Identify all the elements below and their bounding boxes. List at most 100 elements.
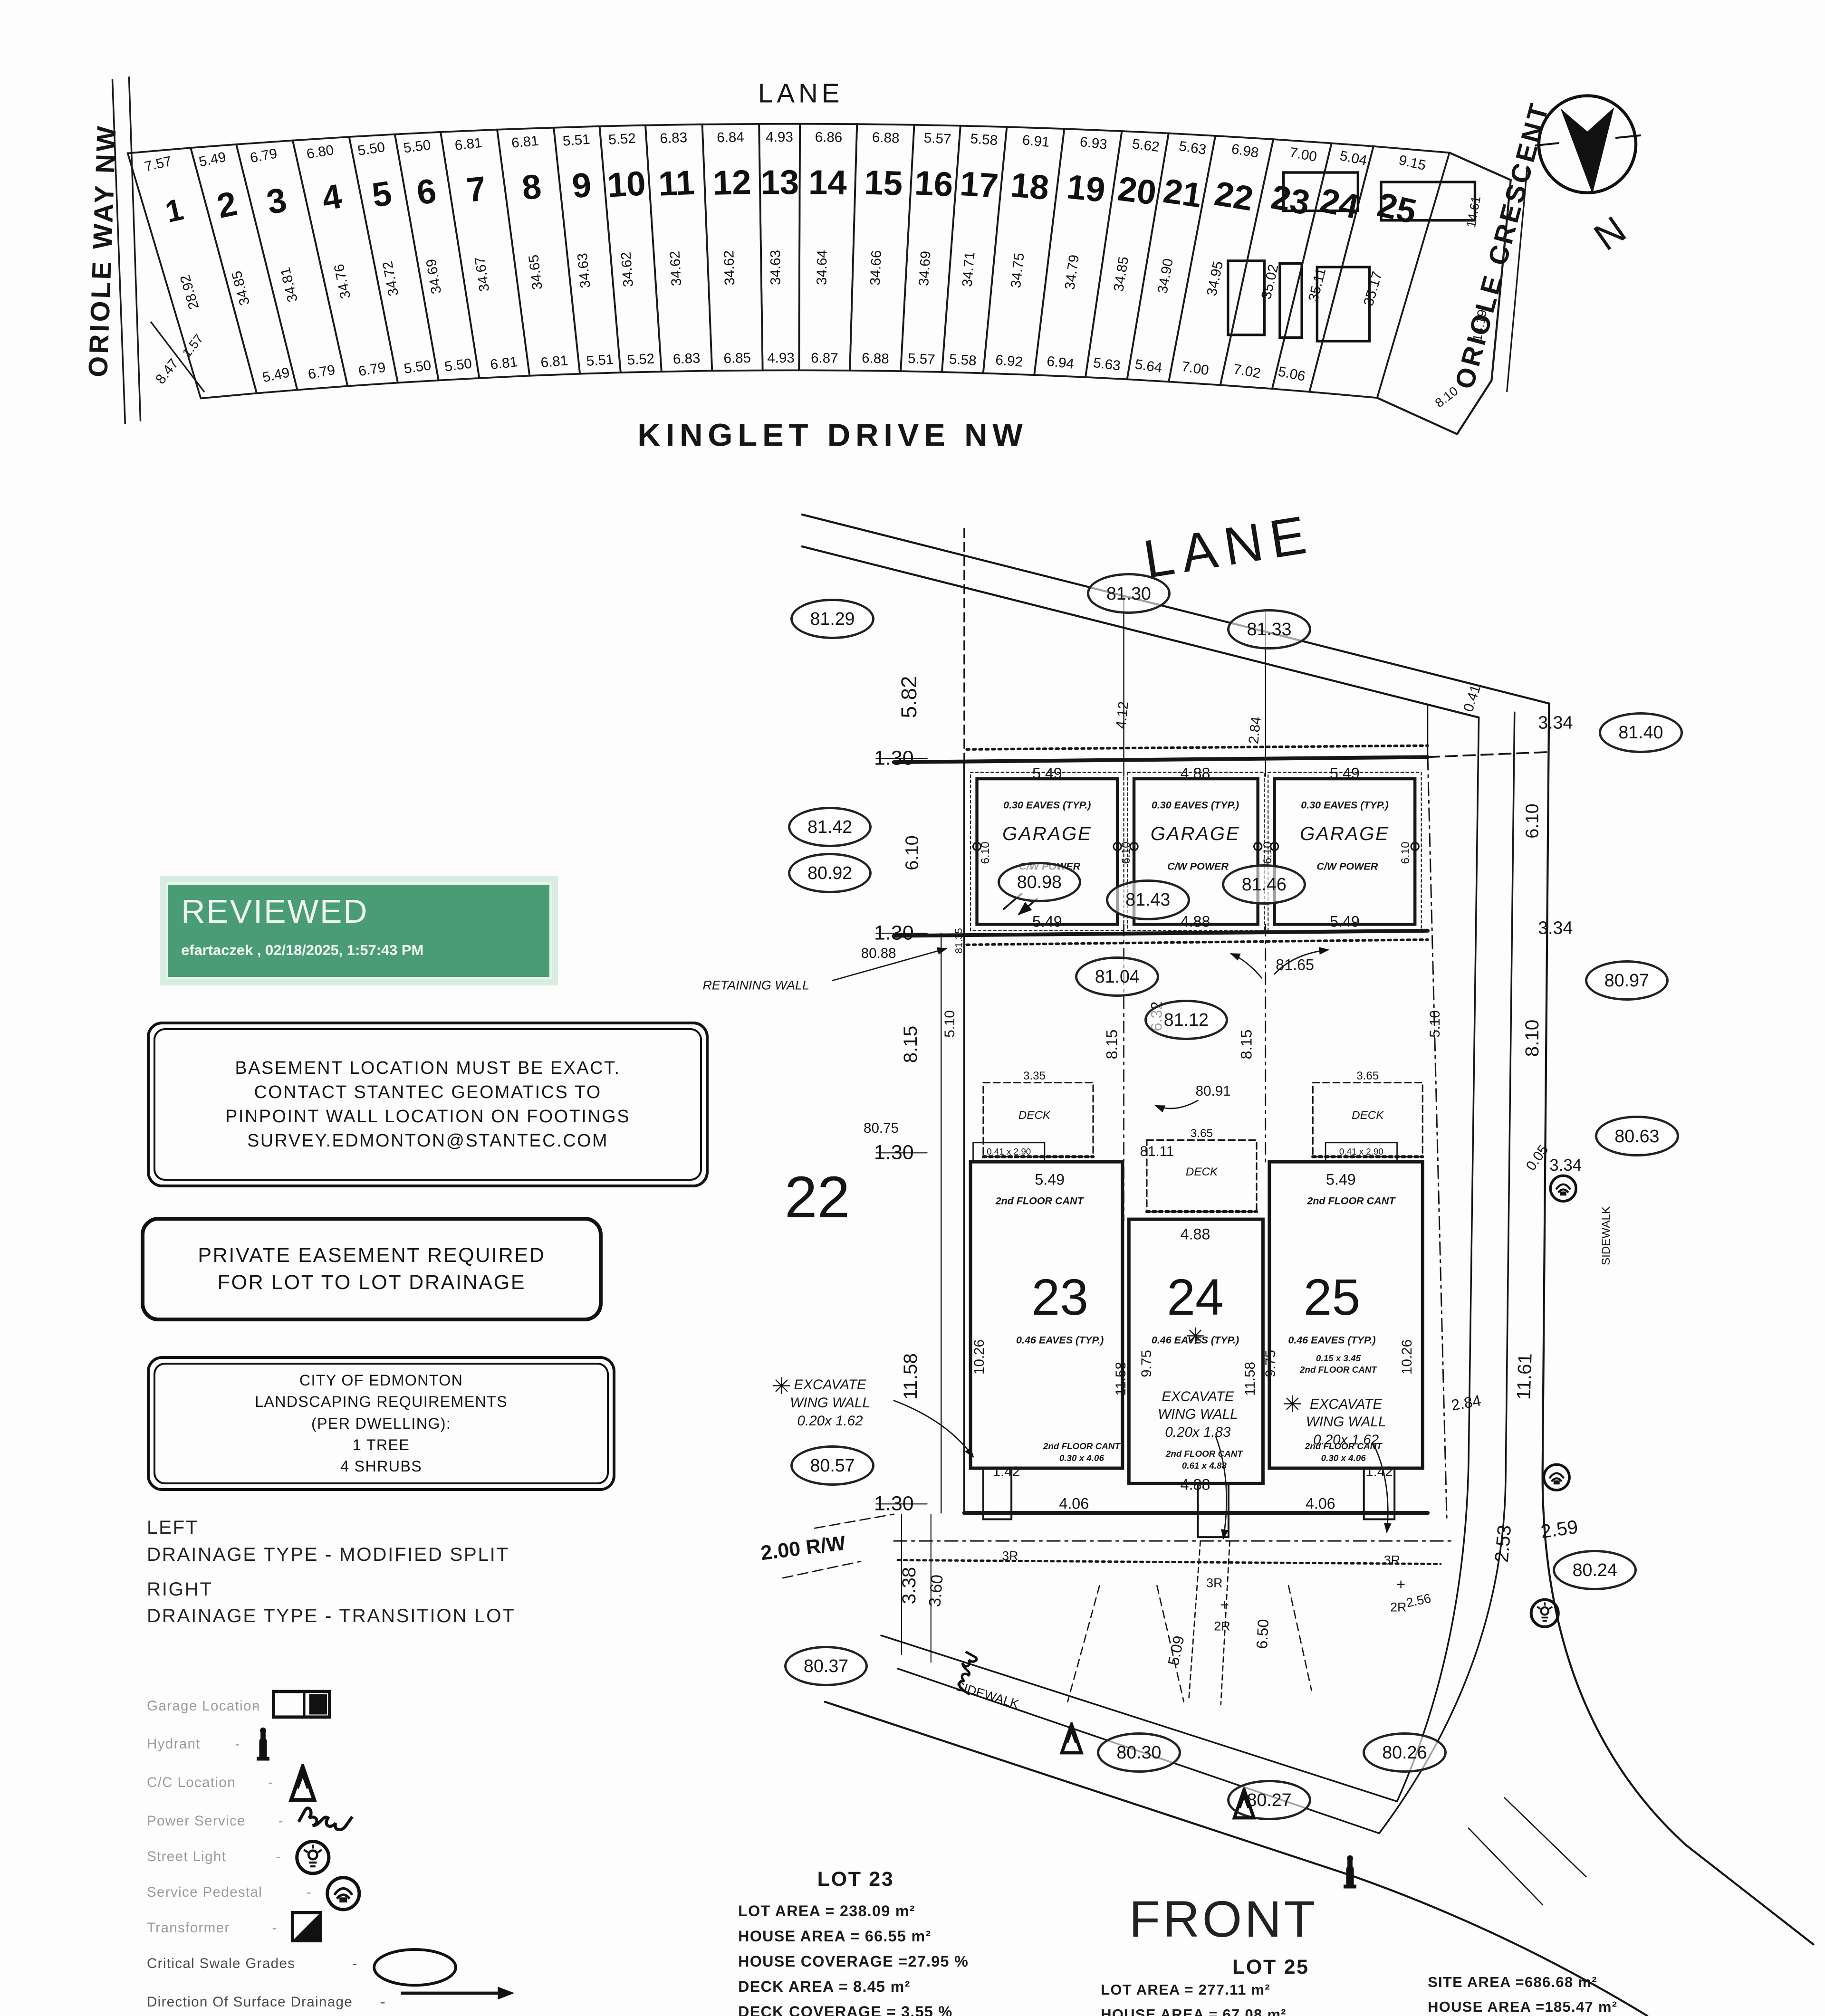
svg-text:6.87: 6.87 <box>811 350 838 366</box>
dim-label: 4.06 <box>1059 1495 1089 1512</box>
reviewed-stamp: REVIEWED efartaczek , 02/18/2025, 1:57:4… <box>159 876 558 986</box>
dim-label: 3.65 <box>1190 1127 1213 1140</box>
dim-label: 3.60 <box>925 1574 947 1608</box>
elevation-callout: 80.98 <box>997 861 1082 902</box>
stat-row: HOUSE AREA = 66.55 m² <box>738 1927 932 1945</box>
legend-label: Hydrant <box>147 1736 201 1752</box>
svg-text:19: 19 <box>1065 167 1107 210</box>
svg-text:5.58: 5.58 <box>970 131 999 148</box>
svg-text:4.93: 4.93 <box>766 129 793 145</box>
dim-label: 1.30 <box>874 1141 914 1164</box>
dim-label: 6.10 <box>1522 803 1542 839</box>
legend-label: Transformer <box>147 1920 230 1936</box>
dim-label: 6.10 <box>1261 841 1275 864</box>
dim-label: + <box>1396 1576 1406 1593</box>
dim-label: 5.49 <box>1032 913 1062 930</box>
svg-text:23: 23 <box>1268 178 1313 222</box>
dim-label: ✳ <box>1282 1391 1302 1417</box>
easement-note: PRIVATE EASEMENT REQUIRED FOR LOT TO LOT… <box>140 1216 603 1322</box>
dim-label: + <box>1220 1596 1229 1614</box>
dim-label: 23 <box>1031 1268 1088 1326</box>
svg-text:34.69: 34.69 <box>916 250 934 287</box>
svg-text:6.84: 6.84 <box>717 129 744 145</box>
svg-text:5.62: 5.62 <box>1131 136 1160 155</box>
svg-text:7: 7 <box>465 169 488 210</box>
dim-label: DECK <box>1185 1165 1218 1178</box>
legend-label: Service Pedestal <box>147 1884 263 1900</box>
note-line: CITY OF EDMONTON <box>299 1372 463 1389</box>
dim-label: 2nd FLOOR CANT <box>1305 1441 1382 1452</box>
dim-label: 3.34 <box>1538 712 1573 733</box>
dim-label: 11.61 <box>1513 1352 1536 1400</box>
svg-text:5.64: 5.64 <box>1134 356 1163 376</box>
elevation-callout: 81.12 <box>1144 999 1229 1041</box>
dim-label: 0.20x 1.62 <box>1313 1432 1379 1448</box>
dim-label: WING WALL <box>790 1395 870 1411</box>
dim-label: C/W POWER <box>1167 860 1229 872</box>
dim-label: WING WALL <box>1158 1406 1238 1423</box>
dim-label: 3R <box>1383 1553 1400 1567</box>
dim-label: 5.49 <box>1330 764 1360 782</box>
elevation-callout: 80.92 <box>788 852 872 894</box>
note-line: PRIVATE EASEMENT REQUIRED <box>198 1243 546 1267</box>
subdivision-plan: 17.5728.9225.4934.855.4936.7934.816.7946… <box>111 76 1641 436</box>
svg-text:34.62: 34.62 <box>721 250 738 286</box>
svg-text:34.63: 34.63 <box>768 250 783 285</box>
stamp-title: REVIEWED <box>181 892 369 930</box>
svg-text:17: 17 <box>959 164 999 205</box>
dim-label: 2nd FLOOR CANT <box>1300 1365 1377 1375</box>
dim-label: 4.88 <box>1180 1225 1210 1243</box>
svg-text:6.83: 6.83 <box>660 130 688 146</box>
dim-label: WING WALL <box>1306 1414 1386 1430</box>
dim-label: 0.46 EAVES (TYP.) <box>1016 1334 1104 1346</box>
note-line: BASEMENT LOCATION MUST BE EXACT. <box>235 1058 621 1078</box>
dim-label: 10.26 <box>1399 1339 1415 1375</box>
legend-dash: - <box>380 1994 386 2010</box>
dim-label: 1.42 <box>992 1464 1020 1480</box>
dim-label: 0.30 x 4.06 <box>1059 1452 1104 1463</box>
legend-dash: - <box>235 1736 240 1752</box>
elevation-callout: 80.97 <box>1585 960 1669 1001</box>
svg-text:6.88: 6.88 <box>862 350 890 367</box>
stat-row: LOT AREA = 277.11 m² <box>1101 1981 1270 1998</box>
dim-label: 2nd FLOOR CANT <box>1043 1441 1120 1452</box>
dim-label: 0.20x 1.83 <box>1165 1424 1231 1440</box>
note-line: (PER DWELLING): <box>311 1414 451 1432</box>
dim-label: 8.15 <box>1103 1029 1121 1060</box>
dim-label: 0.30 EAVES (TYP.) <box>1003 799 1091 811</box>
dim-label: 2.53 <box>1490 1524 1515 1563</box>
dim-label: 1.30 <box>874 746 914 770</box>
elevation-callout: 81.46 <box>1222 864 1306 905</box>
svg-text:24: 24 <box>1317 181 1362 226</box>
dim-label: 3R <box>1206 1576 1223 1590</box>
dim-label: 22 <box>784 1165 850 1231</box>
svg-text:34.64: 34.64 <box>814 250 830 285</box>
legend-label: Street Light <box>147 1848 227 1864</box>
svg-text:5.51: 5.51 <box>586 352 614 369</box>
dim-label: 3.35 <box>1023 1070 1046 1083</box>
dim-label: ✳ <box>772 1374 791 1400</box>
dim-label: C/W POWER <box>1316 860 1378 872</box>
svg-text:20: 20 <box>1115 169 1158 212</box>
svg-text:5.50: 5.50 <box>403 137 432 156</box>
dim-label: GARAGE <box>1150 822 1240 844</box>
elevation-callout: 80.63 <box>1595 1116 1679 1156</box>
svg-text:6.81: 6.81 <box>454 135 483 153</box>
svg-text:9: 9 <box>571 166 593 206</box>
dim-label: 2nd FLOOR CANT <box>995 1195 1084 1207</box>
dim-label: 4.06 <box>1305 1495 1335 1512</box>
stat-row: HOUSE COVERAGE =27.95 % <box>738 1952 969 1970</box>
dim-label: 0.30 EAVES (TYP.) <box>1151 799 1239 811</box>
svg-text:34.62: 34.62 <box>667 250 684 287</box>
elevation-callout: 80.26 <box>1363 1732 1447 1773</box>
dim-label: 0.30 x 4.06 <box>1321 1452 1366 1463</box>
dim-label: 5.49 <box>1330 913 1360 930</box>
basement-note: BASEMENT LOCATION MUST BE EXACT. CONTACT… <box>147 1021 709 1187</box>
dim-label: 3.38 <box>898 1567 920 1605</box>
dim-label: 1.30 <box>874 921 914 945</box>
legend-dash: - <box>306 1884 312 1900</box>
svg-text:34.63: 34.63 <box>575 252 594 289</box>
lot25-title: LOT 25 <box>1232 1956 1309 1979</box>
dim-label: 6.10 <box>902 835 922 870</box>
